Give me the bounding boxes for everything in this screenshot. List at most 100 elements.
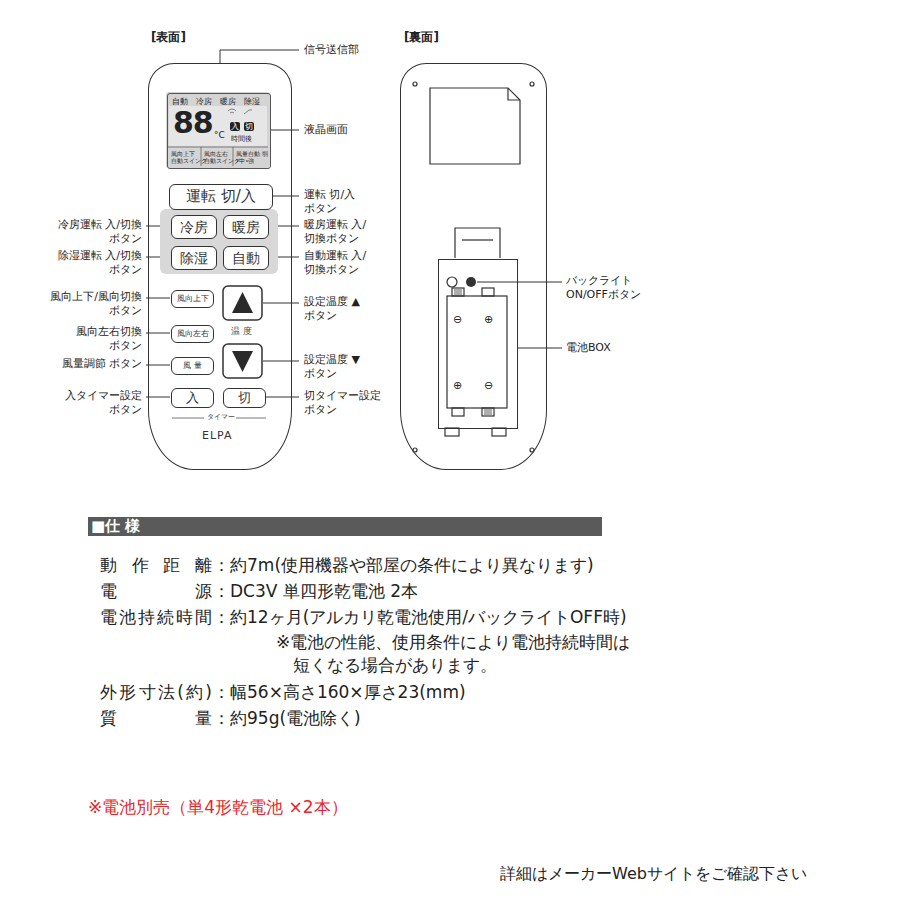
fan-icon: [244, 110, 252, 114]
coil: [484, 412, 492, 413]
callout-label: 信号送信部: [304, 43, 359, 57]
callout-label: 暖房運転 入/切換ボタン: [304, 218, 389, 247]
timer-rule: [236, 418, 266, 419]
leader-line: [146, 333, 170, 334]
callout-label: 自動運転 入/切換ボタン: [304, 249, 389, 278]
cool-button: 冷房: [171, 215, 217, 239]
spec-value: ：幅56×高さ160×厚さ23(mm): [213, 681, 466, 703]
dry-button: 除湿: [171, 246, 217, 270]
spec-note: ※電池の性能、使用条件により電池持続時間は 短くなる場合があります。: [276, 631, 673, 677]
spec-term: 外形寸法(約): [100, 681, 212, 703]
spring-coils: [454, 290, 492, 414]
lcd-screen: 自動冷房暖房除湿88°C入切時間後風向上下 自動スイング風向左右 自動スイング風…: [167, 93, 271, 169]
coil: [484, 410, 492, 411]
node-text: 除湿: [244, 97, 260, 106]
battery-box: ⊖⊕⊕⊖: [438, 259, 518, 429]
timer-rule: [172, 418, 204, 419]
temp-up-button: [223, 286, 262, 320]
spec-term: 質 量: [100, 707, 212, 729]
spec-value: ：約7m(使用機器や部屋の条件により異なります): [213, 554, 594, 576]
node-text: 風向上下 自動スイング: [171, 151, 202, 164]
temp-down-button: [223, 344, 262, 378]
node-text: 入: [186, 391, 199, 406]
lcd-line: [168, 147, 268, 148]
node-text: 風向左右 自動スイング: [204, 151, 235, 164]
up-triangle: [232, 292, 253, 313]
screw-hole: [413, 82, 417, 86]
spec-value: ：DC3V 単四形乾電池 2本: [213, 580, 418, 602]
battery-well: [447, 296, 507, 408]
callout-label: バックライト ON/OFFボタン: [566, 274, 676, 303]
node-text: 暖房: [220, 97, 236, 106]
screw-hole: [413, 448, 417, 452]
node-text: ⊖: [453, 314, 462, 327]
spec-value: ：約95g(電池除く): [213, 707, 361, 729]
node-text: 入: [230, 122, 240, 131]
node-text: 風量自動 弱•中•強: [236, 151, 269, 164]
heat-button: 暖房: [223, 215, 269, 239]
foot: [445, 428, 459, 436]
node-text: タイマー: [207, 413, 235, 421]
callout-label: 風向上下/風向切換 ボタン: [22, 290, 142, 319]
node-text: 時間後: [231, 135, 252, 143]
node-text: 88: [173, 106, 213, 141]
leader-line: [146, 298, 170, 299]
spec-term: 電 源: [100, 580, 212, 602]
mode-band: [160, 209, 278, 274]
leader-line: [273, 196, 299, 197]
spring: [452, 288, 464, 296]
screw-hole: [530, 82, 534, 86]
auto-button: 自動: [223, 246, 269, 270]
lcd-ground: [166, 92, 270, 168]
footer-note: 詳細はメーカーWebサイトをご確認下さい: [500, 864, 807, 885]
power-button: 運転 切/入: [169, 184, 273, 210]
contact: [482, 288, 494, 296]
coil: [454, 294, 462, 295]
node-text: 自動: [172, 97, 188, 106]
node-text: [裏面]: [404, 31, 439, 45]
callout-label: 設定温度 ▼ボタン: [304, 353, 374, 382]
remote-back: [裏面]⊖⊕⊕⊖: [400, 63, 547, 470]
spec-value: ：約12ヶ月(アルカリ乾電池使用/バックライトOFF時): [213, 606, 627, 628]
leader-line: [263, 361, 299, 362]
callout-label: 設定温度 ▲ボタン: [304, 295, 374, 324]
coil: [484, 414, 492, 415]
backlight-button: [466, 277, 476, 287]
node-text: 運転 切/入: [186, 188, 256, 205]
contact: [452, 408, 464, 416]
callout-label: 冷房運転 入/切換 ボタン: [42, 218, 142, 247]
backlight-ring: [447, 277, 457, 287]
coil: [454, 290, 462, 291]
node-text: ⊕: [453, 380, 462, 393]
coil: [454, 292, 462, 293]
fan-speed-button: 風 量: [171, 357, 214, 375]
node-text: 切: [238, 391, 251, 406]
swing-horizontal-button: 風向左右: [171, 325, 214, 343]
leader-line: [263, 303, 299, 304]
label-area: [430, 88, 520, 164]
node-text: ⊕: [484, 314, 493, 327]
callout-label: 除湿運転 入/切換 ボタン: [42, 249, 142, 278]
node-text: 風向上下: [177, 294, 209, 303]
on-timer-button: 入: [171, 388, 214, 408]
node-text: ■仕 様: [91, 517, 140, 536]
node-text: 除湿: [180, 250, 208, 266]
callout-label: 運転 切/入 ボタン: [304, 188, 374, 217]
spec-heading-band: ■仕 様: [88, 517, 602, 536]
signal-icon: [228, 109, 236, 113]
node-text: [表面]: [151, 31, 186, 45]
leader-line: [266, 397, 299, 398]
back-details: [413, 82, 534, 452]
node-text: 冷房: [180, 219, 208, 235]
node-text: °C: [214, 130, 225, 140]
leader-line: [146, 365, 170, 366]
down-triangle: [232, 351, 253, 372]
callout-label: 風量調節 ボタン: [42, 357, 142, 371]
node-text: 風向左右: [177, 329, 209, 338]
swing-vertical-button: 風向上下: [171, 290, 214, 308]
label-fold: [508, 88, 520, 100]
leader-line: [477, 282, 562, 283]
callout-label: 切タイマー設定 ボタン: [304, 389, 404, 418]
cover-tab-line: [462, 239, 493, 240]
